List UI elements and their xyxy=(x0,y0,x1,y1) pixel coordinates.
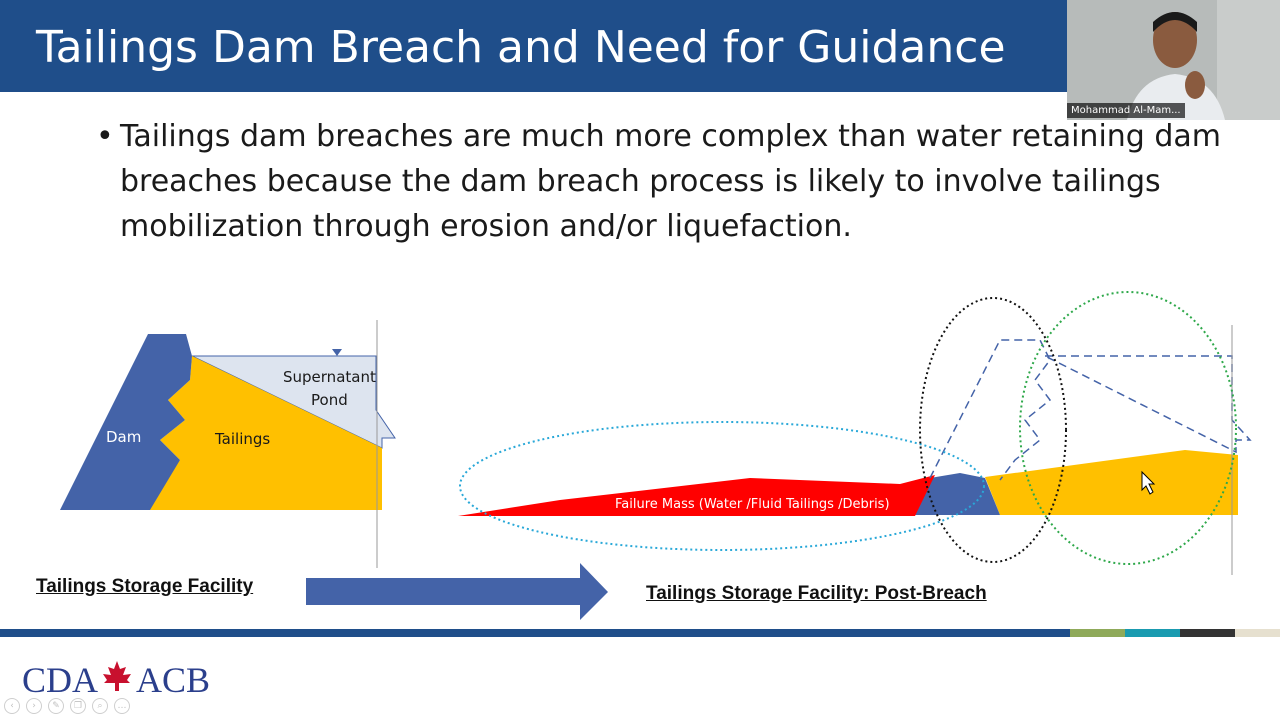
prev-icon[interactable]: ‹ xyxy=(4,698,20,714)
failure-mass-label: Failure Mass (Water /Fluid Tailings /Deb… xyxy=(615,497,890,512)
pond-label-line2: Pond xyxy=(311,391,348,409)
webcam-video[interactable]: Mohammad Al-Mam... xyxy=(1067,0,1280,120)
footer-color-bar xyxy=(0,629,1280,637)
breached-dam-remnant xyxy=(912,473,1000,515)
pen-icon[interactable]: ✎ xyxy=(48,698,64,714)
presentation-toolbar: ‹ › ✎ ❐ ⌕ … xyxy=(4,698,130,714)
title-bar: Tailings Dam Breach and Need for Guidanc… xyxy=(0,0,1067,92)
water-level-marker xyxy=(332,349,342,356)
logo-text-right: ACB xyxy=(136,660,211,700)
bullet-text: Tailings dam breaches are much more comp… xyxy=(120,119,1222,244)
original-dam-outline xyxy=(929,339,1052,481)
footer-segment-blue xyxy=(0,629,1070,637)
menu-icon[interactable]: … xyxy=(114,698,130,714)
footer-segment-beige xyxy=(1235,629,1280,637)
cda-acb-logo: CDA ACB xyxy=(22,660,210,700)
transition-arrow xyxy=(306,563,608,620)
failure-zone-ellipse xyxy=(459,421,985,551)
maple-leaf-icon xyxy=(100,659,134,702)
pond-label-line1: Supernatant xyxy=(283,368,376,386)
footer-segment-green xyxy=(1070,629,1125,637)
dam-label: Dam xyxy=(106,428,141,446)
dam-body xyxy=(60,334,192,510)
tailings-body-left xyxy=(130,356,382,510)
footer-segment-teal xyxy=(1125,629,1180,637)
reservoir-zone-ellipse xyxy=(1019,291,1237,565)
footer-segment-dark xyxy=(1180,629,1235,637)
next-icon[interactable]: › xyxy=(26,698,42,714)
slide-title: Tailings Dam Breach and Need for Guidanc… xyxy=(36,22,1006,73)
logo-text-left: CDA xyxy=(22,660,99,700)
presenter-video-frame xyxy=(1067,0,1280,120)
tailings-label: Tailings xyxy=(214,430,270,448)
bullet-marker: • xyxy=(96,119,114,154)
breach-zone-ellipse xyxy=(919,297,1067,563)
zoom-icon[interactable]: ⌕ xyxy=(92,698,108,714)
dam-breach-diagram: Dam Tailings Supernatant Pond Failure Ma… xyxy=(60,291,1252,620)
failure-mass xyxy=(458,475,935,516)
copy-icon[interactable]: ❐ xyxy=(70,698,86,714)
participant-name-tag: Mohammad Al-Mam... xyxy=(1067,103,1185,118)
remaining-tailings xyxy=(985,450,1238,515)
caption-before: Tailings Storage Facility xyxy=(36,576,254,597)
mouse-cursor-icon xyxy=(1141,470,1156,495)
caption-after: Tailings Storage Facility: Post-Breach xyxy=(646,583,987,604)
original-surface-outline xyxy=(1044,355,1252,454)
